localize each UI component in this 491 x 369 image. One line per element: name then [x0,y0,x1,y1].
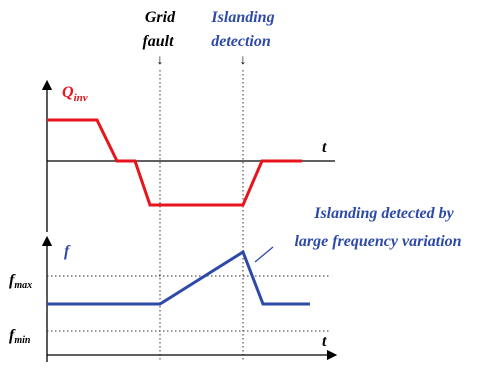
q-inv-curve [47,118,302,207]
grid-fault-down-arrow-icon: ↓ [157,53,164,68]
islanding-detection-label-line1: Islanding [210,9,274,26]
islanding-detection-down-arrow-icon: ↓ [240,53,247,68]
frequency-curve [47,249,310,306]
bottom-x-axis-label: t [322,333,327,350]
top-plot: Qinv t [41,79,335,232]
islanding-detection-annotation: Islanding detection ↓ [210,9,274,68]
fmax-label: fmax [9,272,32,291]
note-pointer-line [254,246,274,263]
top-y-axis-label: Qinv [62,84,88,104]
islanding-note-line1: Islanding detected by [313,205,454,222]
top-x-axis-label: t [322,139,327,156]
grid-fault-annotation: Grid fault ↓ [142,9,176,68]
islanding-detection-label-line2: detection [211,33,271,50]
bottom-y-axis-label: f [64,243,71,260]
bottom-plot: f t fmax fmin [9,235,338,362]
islanding-note: Islanding detected by large frequency va… [294,205,461,250]
grid-fault-label-line2: fault [142,33,174,50]
islanding-note-line2: large frequency variation [294,233,461,250]
fmin-label: fmin [9,327,31,346]
grid-fault-label-line1: Grid [145,9,176,26]
